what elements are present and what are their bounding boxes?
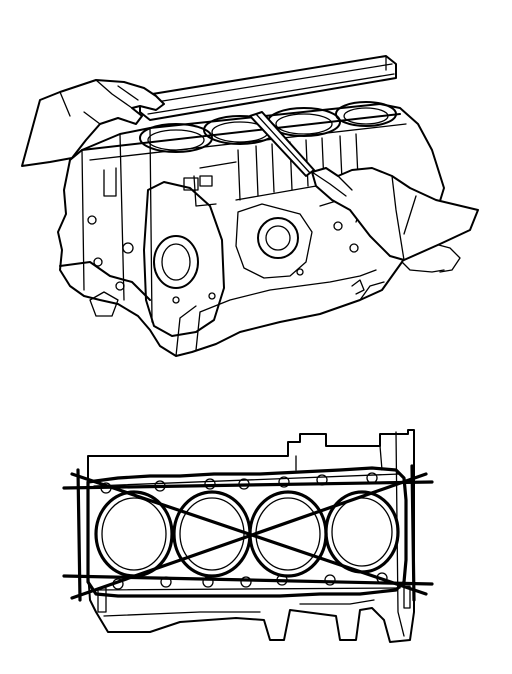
block-front-features [87,167,365,337]
right-hand [311,167,479,261]
measurement-lines [62,464,434,602]
straightedge [139,55,397,121]
block-silhouette [87,429,415,643]
left-hand [21,79,165,167]
feeler-gauge [249,111,315,177]
